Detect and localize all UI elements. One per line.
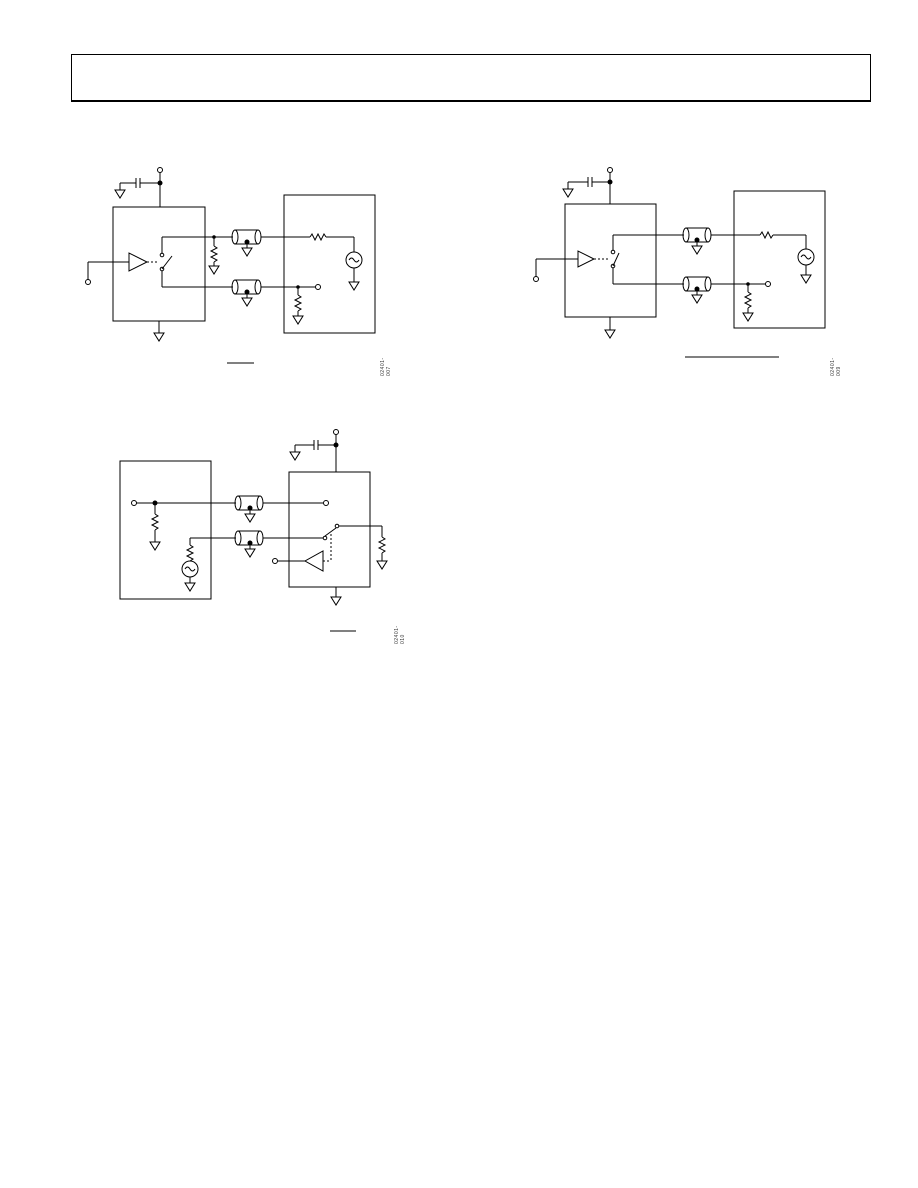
ground-icon <box>114 189 126 199</box>
resistor-icon <box>309 232 327 242</box>
instrument-box <box>119 460 212 600</box>
resistor-icon <box>743 291 753 309</box>
ground-icon <box>153 332 165 342</box>
resistor-icon <box>377 536 387 554</box>
buffer-triangle-icon <box>128 252 149 272</box>
device-box <box>288 471 371 588</box>
resistor-icon <box>185 544 195 562</box>
resistor-icon <box>150 513 160 531</box>
resistor-icon <box>759 230 774 240</box>
resistor-icon <box>209 245 219 263</box>
figure-id: 02401-010 <box>394 625 406 644</box>
switch-blade-icon <box>161 255 173 270</box>
switch-blade-icon <box>324 527 337 537</box>
page-header-box <box>71 54 871 102</box>
buffer-triangle-icon <box>577 250 596 268</box>
supply-terminal-icon <box>333 429 339 435</box>
instrument-box <box>733 190 826 329</box>
resistor-icon <box>293 294 303 312</box>
buffer-triangle-icon <box>303 550 324 572</box>
instrument-box <box>283 194 376 334</box>
